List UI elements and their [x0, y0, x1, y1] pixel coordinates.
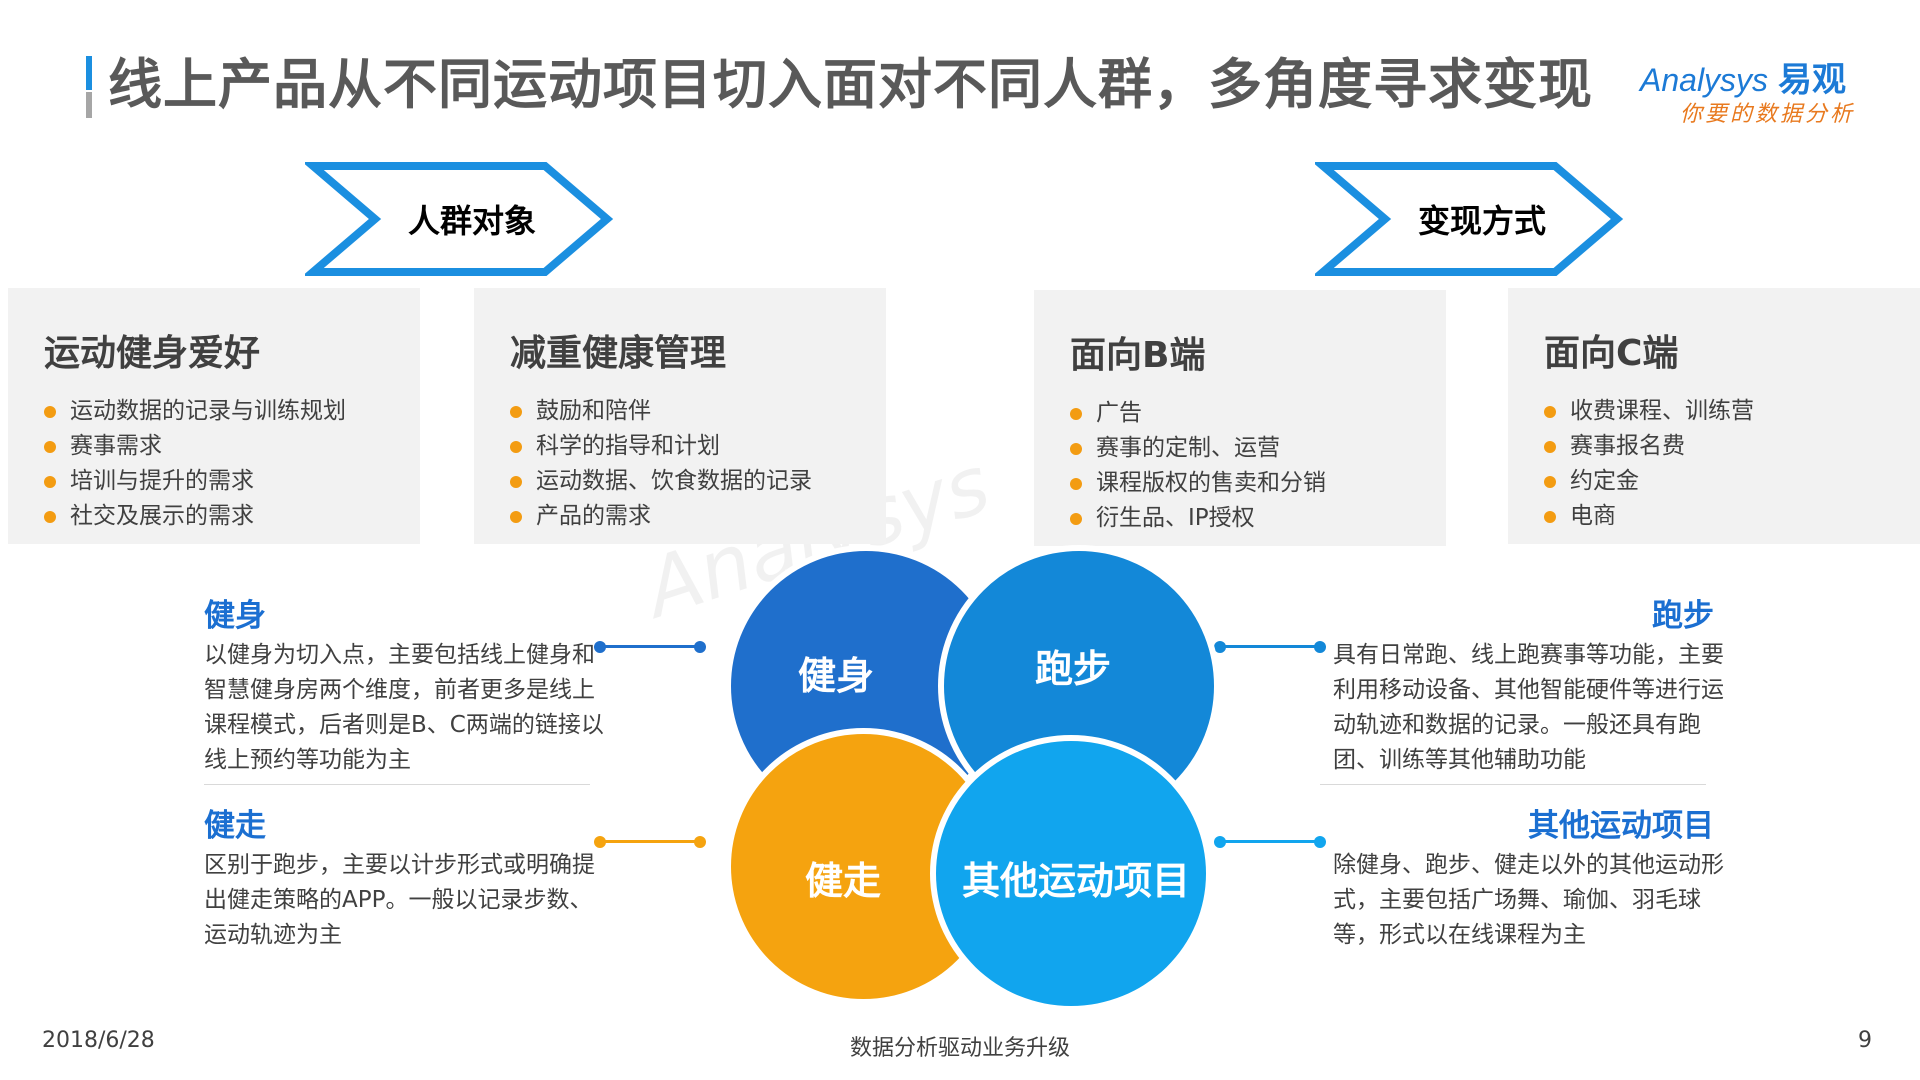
card-fitness-hobby: 运动健身爱好 运动数据的记录与训练规划 赛事需求 培训与提升的需求 社交及展示的… [8, 288, 420, 544]
list-item-text: 衍生品、IP授权 [1096, 505, 1255, 531]
title-accent-bar [86, 56, 92, 118]
list-item: 社交及展示的需求 [44, 499, 420, 534]
list-item: 电商 [1544, 499, 1920, 534]
connector-line [600, 840, 700, 843]
list-item-text: 科学的指导和计划 [536, 433, 720, 459]
logo-cn: 易观 [1778, 61, 1847, 99]
chevron-shape [1315, 162, 1624, 276]
list-item: 培训与提升的需求 [44, 464, 420, 499]
list-item-text: 赛事的定制、运营 [1096, 435, 1280, 461]
monetization-label: 变现方式 [1417, 202, 1546, 240]
bullet-icon [510, 405, 522, 418]
divider [1320, 784, 1706, 785]
bullet-icon [1544, 440, 1556, 453]
list-item-text: 课程版权的售卖和分销 [1096, 470, 1326, 496]
fitness-description: 以健身为切入点，主要包括线上健身和智慧健身房两个维度，前者更多是线上课程模式，后… [204, 642, 604, 773]
list-item: 赛事报名费 [1544, 429, 1920, 464]
bullet-icon [510, 475, 522, 488]
list-item-text: 产品的需求 [536, 503, 651, 529]
other-description: 除健身、跑步、健走以外的其他运动形式，主要包括广场舞、瑜伽、羽毛球等，形式以在线… [1333, 852, 1724, 948]
list-item: 约定金 [1544, 464, 1920, 499]
chevron-shape [305, 162, 614, 276]
list-item: 课程版权的售卖和分销 [1070, 466, 1446, 501]
circle-walking-label: 健走 [805, 859, 882, 903]
bullet-icon [44, 405, 56, 418]
list-item: 科学的指导和计划 [510, 429, 886, 464]
walking-heading: 健走 [204, 808, 266, 844]
divider [204, 784, 590, 785]
running-description: 具有日常跑、线上跑赛事等功能，主要利用移动设备、其他智能硬件等进行运动轨迹和数据… [1333, 642, 1724, 773]
list-item: 收费课程、训练营 [1544, 394, 1920, 429]
bullet-icon [1070, 512, 1082, 525]
footer-date: 2018/6/28 [42, 1028, 155, 1053]
connector-line [1220, 840, 1320, 843]
list-item: 赛事的定制、运营 [1070, 431, 1446, 466]
card-title: 面向B端 [1070, 335, 1206, 376]
bullet-icon [1070, 477, 1082, 490]
bullet-icon [44, 510, 56, 523]
bullet-icon [1544, 510, 1556, 523]
bullet-icon [510, 440, 522, 453]
list-item-text: 收费课程、训练营 [1570, 398, 1754, 424]
bullet-icon [1070, 442, 1082, 455]
card-title: 面向C端 [1544, 333, 1679, 374]
list-item-text: 运动数据、饮食数据的记录 [536, 468, 812, 494]
list-item-text: 电商 [1570, 503, 1616, 529]
list-item: 广告 [1070, 396, 1446, 431]
circle-fitness-label: 健身 [798, 654, 875, 698]
connector-line [1220, 645, 1320, 648]
running-heading: 跑步 [1652, 598, 1714, 634]
card-b-side: 面向B端 广告 赛事的定制、运营 课程版权的售卖和分销 衍生品、IP授权 [1034, 290, 1446, 546]
footer-center-text: 数据分析驱动业务升级 [850, 1036, 1071, 1061]
list-item-text: 约定金 [1570, 468, 1639, 494]
list-item-text: 广告 [1096, 400, 1142, 426]
circle-other [930, 735, 1212, 1012]
list-item: 运动数据、饮食数据的记录 [510, 464, 886, 499]
chevron-audience: 人群对象 [305, 160, 615, 278]
list-item-text: 培训与提升的需求 [70, 468, 254, 494]
list-item: 赛事需求 [44, 429, 420, 464]
connector-dot [694, 836, 706, 848]
card-title: 减重健康管理 [510, 333, 727, 374]
list-item: 产品的需求 [510, 499, 886, 534]
card-weight-health: 减重健康管理 鼓励和陪伴 科学的指导和计划 运动数据、饮食数据的记录 产品的需求 [474, 288, 886, 544]
connector-dot [1314, 836, 1326, 848]
bullet-icon [1544, 475, 1556, 488]
audience-label: 人群对象 [407, 202, 536, 240]
logo-en: Analysys [1640, 62, 1769, 98]
page-number: 9 [1858, 1028, 1872, 1053]
list-item: 鼓励和陪伴 [510, 394, 886, 429]
bullet-icon [1070, 407, 1082, 420]
other-heading: 其他运动项目 [1528, 808, 1714, 844]
list-item-text: 赛事需求 [70, 433, 162, 459]
walking-description: 区别于跑步，主要以计步形式或明确提出健走策略的APP。一般以记录步数、运动轨迹为… [204, 852, 595, 948]
list-item-text: 社交及展示的需求 [70, 503, 254, 529]
bullet-icon [1544, 405, 1556, 418]
connector-dot [1314, 641, 1326, 653]
bullet-icon [44, 440, 56, 453]
list-item: 衍生品、IP授权 [1070, 501, 1446, 536]
list-item-text: 运动数据的记录与训练规划 [70, 398, 346, 424]
list-item: 运动数据的记录与训练规划 [44, 394, 420, 429]
page-title: 线上产品从不同运动项目切入面对不同人群，多角度寻求变现 [108, 53, 1593, 116]
card-title: 运动健身爱好 [44, 333, 261, 374]
circle-other-label: 其他运动项目 [962, 859, 1191, 903]
card-c-side: 面向C端 收费课程、训练营 赛事报名费 约定金 电商 [1508, 288, 1920, 544]
list-item-text: 赛事报名费 [1570, 433, 1685, 459]
connector-line [600, 645, 700, 648]
fitness-heading: 健身 [204, 598, 266, 634]
connector-dot [694, 641, 706, 653]
bullet-icon [510, 510, 522, 523]
circle-running-label: 跑步 [1035, 647, 1112, 691]
logo-tagline: 你要的数据分析 [1680, 102, 1856, 127]
bullet-icon [44, 475, 56, 488]
chevron-monetization: 变现方式 [1315, 160, 1625, 278]
list-item-text: 鼓励和陪伴 [536, 398, 651, 424]
